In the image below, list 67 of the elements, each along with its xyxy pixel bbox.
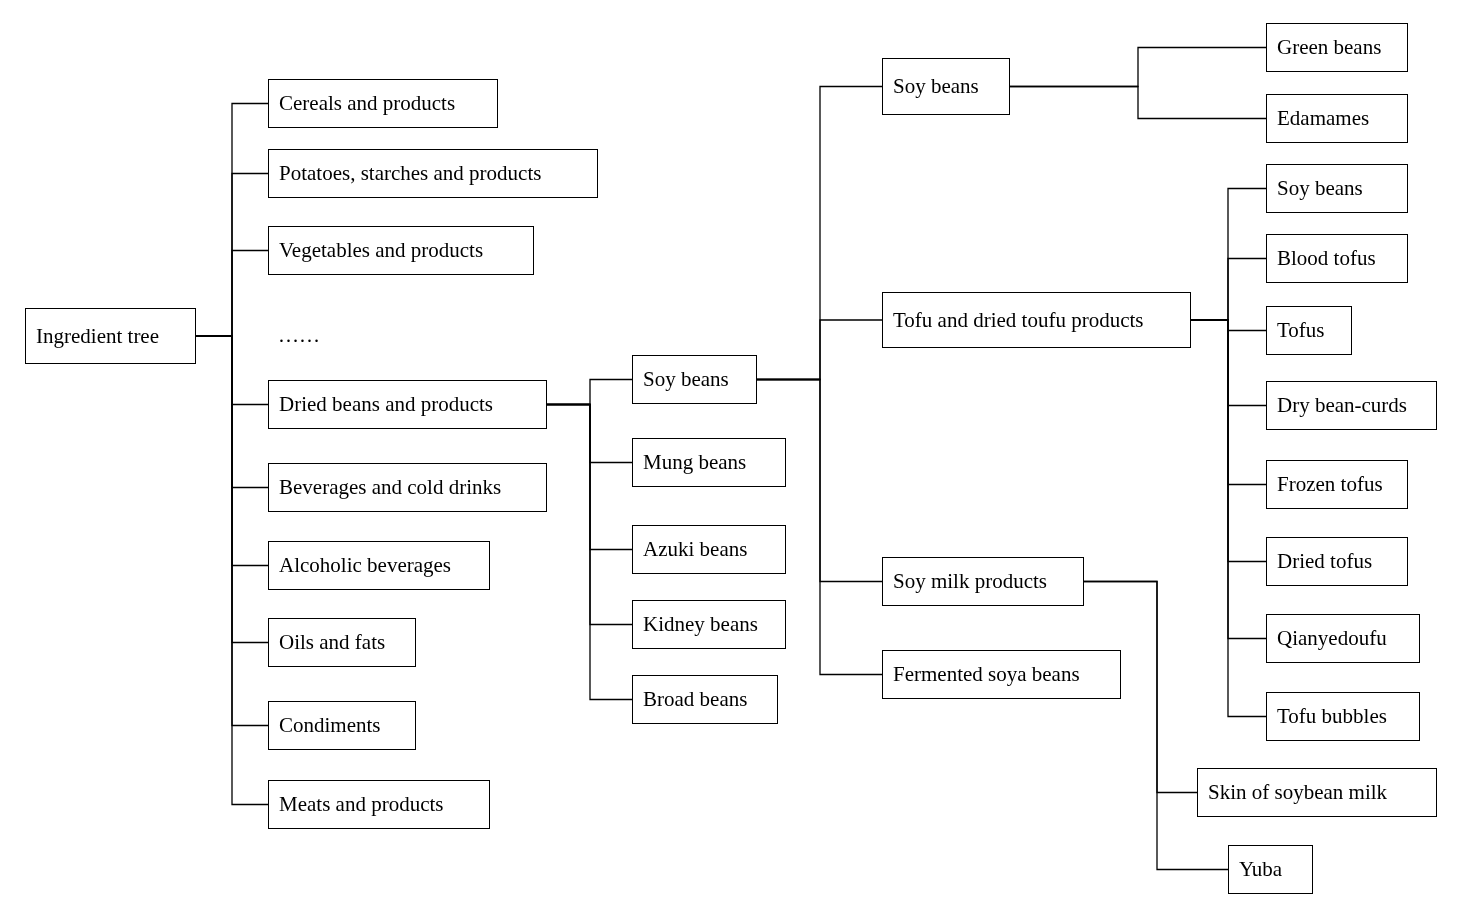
category-label: Tofus	[1277, 320, 1325, 341]
category-label: Dried beans and products	[279, 394, 494, 415]
category-box	[1266, 164, 1408, 213]
category-box	[1266, 306, 1352, 355]
tree-connector	[756, 378, 883, 676]
category-box	[268, 79, 498, 128]
category-box	[268, 149, 598, 198]
category-box	[632, 675, 778, 724]
category-label: Beverages and cold drinks	[279, 477, 502, 498]
category-label: Tofu and dried toufu products	[893, 309, 1144, 331]
category-label: Soy beans	[643, 369, 729, 390]
category-box	[1266, 614, 1420, 663]
category-label: Dried tofus	[1277, 551, 1373, 572]
category-box	[1266, 381, 1437, 430]
category-label: Soy beans	[893, 76, 979, 97]
category-box	[882, 557, 1084, 606]
category-box	[268, 226, 534, 275]
category-box	[268, 541, 490, 590]
category-box	[1228, 845, 1313, 894]
tree-connector	[546, 403, 633, 701]
category-box	[1266, 94, 1408, 143]
category-box	[1266, 692, 1420, 741]
category-label: Fermented soya beans	[893, 664, 1080, 685]
category-box	[268, 701, 416, 750]
category-box	[882, 58, 1010, 115]
category-box	[632, 438, 786, 487]
category-label: Qianyedoufu	[1277, 628, 1387, 649]
category-box	[1266, 537, 1408, 586]
category-label: Cereals and products	[279, 93, 456, 114]
category-box	[268, 618, 416, 667]
category-label: Mung beans	[643, 452, 747, 473]
category-box	[1266, 234, 1408, 283]
category-label: Oils and fats	[279, 632, 386, 653]
tree-connector	[1083, 580, 1229, 871]
category-label: Vegetables and products	[279, 240, 484, 261]
category-box	[882, 650, 1121, 699]
ellipsis-text: ……	[278, 322, 320, 349]
category-label: Soy beans	[1277, 178, 1363, 199]
category-label: Condiments	[279, 715, 381, 736]
category-label: Blood tofus	[1277, 248, 1376, 269]
category-label: Yuba	[1239, 859, 1283, 880]
tree-connector	[1009, 85, 1267, 120]
category-label: Soy milk products	[893, 571, 1047, 592]
category-box	[882, 292, 1191, 348]
category-box	[268, 780, 490, 829]
category-box	[25, 308, 196, 364]
category-label: Skin of soybean milk	[1208, 782, 1388, 803]
category-label: Edamames	[1277, 108, 1370, 129]
category-box	[268, 380, 547, 429]
category-label: Dry bean-curds	[1277, 395, 1408, 416]
category-box	[1197, 768, 1437, 817]
category-label: Kidney beans	[643, 614, 758, 635]
category-label: Meats and products	[279, 794, 444, 815]
category-label: Broad beans	[643, 689, 748, 710]
category-label: Green beans	[1277, 37, 1382, 58]
category-label: Potatoes, starches and products	[279, 163, 542, 184]
category-box	[1266, 23, 1408, 72]
category-label: Tofu bubbles	[1277, 706, 1387, 727]
category-box	[632, 525, 786, 574]
category-box	[632, 600, 786, 649]
category-box	[632, 355, 757, 404]
category-label: Azuki beans	[643, 539, 748, 560]
category-label: Alcoholic beverages	[279, 555, 451, 576]
category-box	[268, 463, 547, 512]
category-box	[1266, 460, 1408, 509]
category-label: Frozen tofus	[1277, 474, 1383, 495]
category-label: Ingredient tree	[36, 325, 160, 347]
